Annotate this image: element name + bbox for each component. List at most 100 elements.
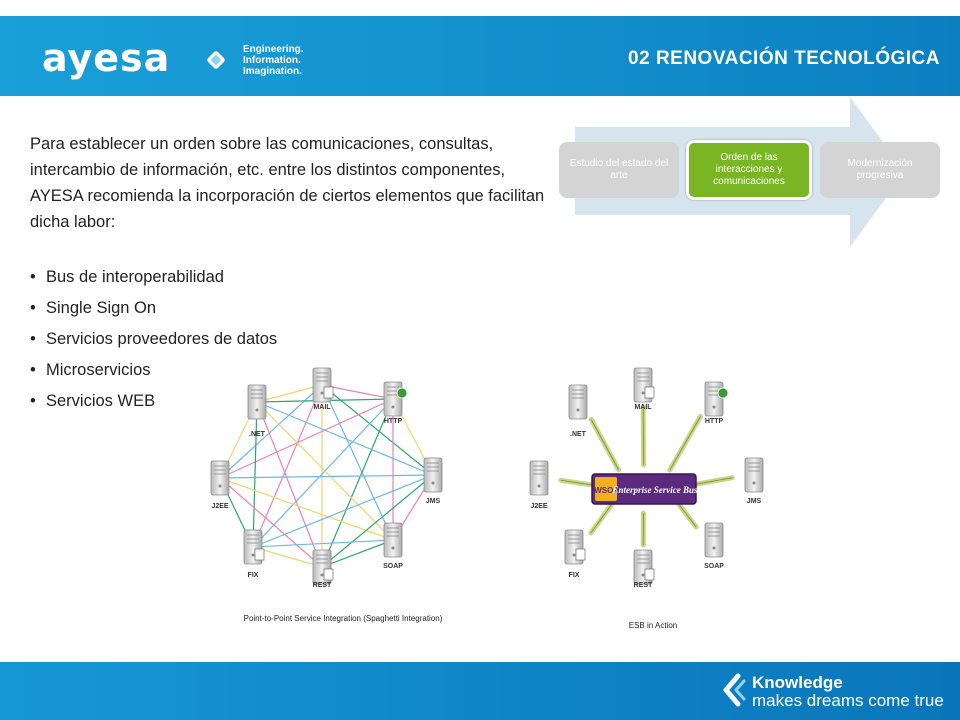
spaghetti-line xyxy=(255,384,323,404)
server-label: SOAP xyxy=(704,563,724,570)
server-icon: HTTP xyxy=(704,381,729,425)
spaghetti-line xyxy=(256,401,394,541)
server-icon: JMS xyxy=(744,457,764,505)
esb-arrow-edge xyxy=(669,416,701,471)
esb-arrow-edge xyxy=(590,419,620,471)
slogan-line-1: Knowledge xyxy=(752,673,843,692)
spaghetti-line xyxy=(321,384,434,476)
list-item-label: Servicios WEB xyxy=(46,392,156,410)
spaghetti-line xyxy=(256,401,435,477)
server-label: SOAP xyxy=(383,563,403,570)
server-icon: MAIL xyxy=(312,367,334,411)
list-item-label: Single Sign On xyxy=(46,299,157,317)
server-icon: J2EE xyxy=(529,460,549,510)
tagline: Engineering. Information. Imagination. xyxy=(243,44,304,77)
spaghetti-line xyxy=(252,384,323,549)
server-icon: J2EE xyxy=(210,460,230,510)
server-label: .NET xyxy=(570,431,587,438)
spaghetti-line xyxy=(321,384,395,402)
integration-diagram: MAIL HTTP .NET J2EE JMS FIX REST SOAP MAIL HTTP .N… xyxy=(197,355,785,637)
diamond-logo-icon xyxy=(207,51,225,69)
spaghetti-line xyxy=(321,398,394,569)
step-progressive-modernization: Modernización progresiva xyxy=(820,142,940,198)
server-label: HTTP xyxy=(384,418,403,425)
spaghetti-line xyxy=(321,538,395,568)
list-item: • Servicios proveedores de datos xyxy=(30,326,360,357)
bullet-icon: • xyxy=(30,392,36,410)
server-icon: HTTP xyxy=(383,381,408,425)
list-item: • Single Sign On xyxy=(30,295,360,326)
spaghetti-line xyxy=(252,536,395,548)
header-bar: ayesa Engineering. Information. Imaginat… xyxy=(0,16,960,96)
top-strip xyxy=(0,0,960,16)
bullet-icon: • xyxy=(30,299,36,317)
server-icon: REST xyxy=(633,549,655,589)
esb-bus: WSO2 Enterprise Service Bus xyxy=(591,473,698,505)
ayesa-logo: ayesa xyxy=(42,36,171,80)
server-icon: .NET xyxy=(247,384,267,438)
server-icon: SOAP xyxy=(383,522,403,570)
list-item: • Microservicios xyxy=(30,357,360,388)
spaghetti-line xyxy=(219,477,323,568)
server-icon: REST xyxy=(312,549,334,589)
spaghetti-line xyxy=(251,474,434,549)
esb-bus-label: Enterprise Service Bus xyxy=(611,485,698,495)
servers-group: MAIL HTTP .NET J2EE JMS FIX REST SOAP MAIL HTTP .N… xyxy=(210,367,764,589)
esb-brand: WSO2 xyxy=(594,486,618,495)
step-state-of-art: Estudio del estado del arte xyxy=(559,142,679,198)
spaghetti-line xyxy=(219,477,395,542)
esb-arrow-edge xyxy=(590,504,613,534)
bullet-list: • Bus de interoperabilidad • Single Sign O… xyxy=(30,264,360,419)
right-caption: ESB in Action xyxy=(629,621,677,630)
slogan: Knowledge makes dreams come true xyxy=(752,674,944,710)
bullet-icon: • xyxy=(30,330,36,348)
server-icon: FIX xyxy=(564,529,586,579)
diagram-svg: MAIL HTTP .NET J2EE JMS FIX REST SOAP MAIL HTTP .N… xyxy=(210,367,764,630)
esb-arrow-edge xyxy=(677,502,697,528)
section-title: 02 RENOVACIÓN TECNOLÓGICA xyxy=(628,48,940,69)
tagline-line: Engineering. xyxy=(243,44,304,55)
server-label: REST xyxy=(634,582,653,589)
server-label: MAIL xyxy=(634,404,652,411)
server-label: J2EE xyxy=(530,503,547,510)
server-icon: MAIL xyxy=(633,367,655,411)
process-arrow: Estudio del estado del arte Orden de las… xyxy=(555,97,940,247)
spaghetti-line xyxy=(249,401,258,549)
spaghetti-line xyxy=(256,401,324,569)
list-item-label: Servicios proveedores de datos xyxy=(46,330,278,348)
esb-arrows xyxy=(558,404,735,548)
server-icon: JMS xyxy=(423,457,443,505)
server-label: JMS xyxy=(426,498,441,505)
list-item-label: Bus de interoperabilidad xyxy=(46,268,224,286)
slogan-line-2: makes dreams come true xyxy=(752,691,944,710)
list-item: • Bus de interoperabilidad xyxy=(30,264,360,295)
server-label: JMS xyxy=(747,498,762,505)
server-label: FIX xyxy=(569,572,580,579)
spaghetti-line xyxy=(252,398,394,548)
server-label: REST xyxy=(313,582,332,589)
bullet-icon: • xyxy=(30,268,36,286)
server-label: .NET xyxy=(249,431,266,438)
step-order-interactions: Orden de las interacciones y comunicacio… xyxy=(686,140,812,200)
server-icon: FIX xyxy=(243,529,265,579)
server-label: MAIL xyxy=(313,404,331,411)
tagline-line: Imagination. xyxy=(243,66,302,77)
spaghetti-line xyxy=(321,384,394,542)
server-label: FIX xyxy=(248,572,259,579)
spaghetti-line xyxy=(219,471,435,479)
server-label: J2EE xyxy=(211,503,228,510)
tagline-line: Information. xyxy=(243,55,301,66)
server-icon: SOAP xyxy=(704,522,724,570)
list-item-label: Microservicios xyxy=(46,361,151,379)
bullet-icon: • xyxy=(30,361,36,379)
spaghetti-line xyxy=(218,398,394,479)
left-caption: Point-to-Point Service Integration (Spag… xyxy=(244,614,443,623)
knowledge-logo-icon xyxy=(723,673,746,707)
list-item: • Servicios WEB xyxy=(30,388,360,419)
spaghetti-line xyxy=(321,474,434,568)
spaghetti-line xyxy=(252,546,324,569)
intro-paragraph: Para establecer un orden sobre las comun… xyxy=(30,135,545,231)
footer-bar: Knowledge makes dreams come true xyxy=(0,662,960,720)
server-icon: .NET xyxy=(568,384,588,438)
server-label: HTTP xyxy=(705,418,724,425)
